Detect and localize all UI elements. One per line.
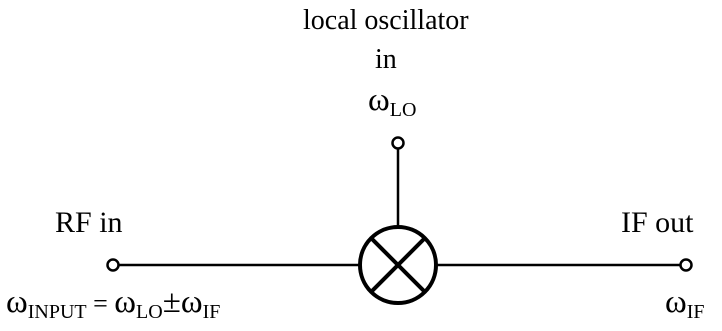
mixer-cross-b [369,236,427,294]
mixer-symbol [358,225,438,305]
rf-port [106,258,120,272]
rf-eq-omega-lo: ω [114,284,137,320]
lo-port [391,136,405,150]
if-frequency: ωIF [665,284,705,323]
rf-eq-sub-lo: LO [136,301,163,323]
lo-frequency: ωLO [368,82,417,121]
if-port [679,258,693,272]
lo-in-label: in [375,44,397,75]
rf-eq-plusminus: ± [162,284,181,320]
lo-subscript: LO [389,99,417,121]
lo-title: local oscillator [303,5,469,36]
rf-eq-equals: = [86,289,115,318]
rf-equation: ωINPUT = ωLO±ωIF [6,284,221,323]
rf-eq-sub-if: IF [202,301,221,323]
rf-eq-sub-input: INPUT [27,301,87,323]
rf-label: RF in [55,206,123,239]
rf-eq-omega-input: ω [6,284,28,320]
if-label: IF out [621,206,694,239]
if-subscript: IF [686,301,705,323]
rf-eq-omega-if: ω [180,284,203,320]
lo-omega: ω [368,82,390,118]
if-omega: ω [665,284,687,320]
